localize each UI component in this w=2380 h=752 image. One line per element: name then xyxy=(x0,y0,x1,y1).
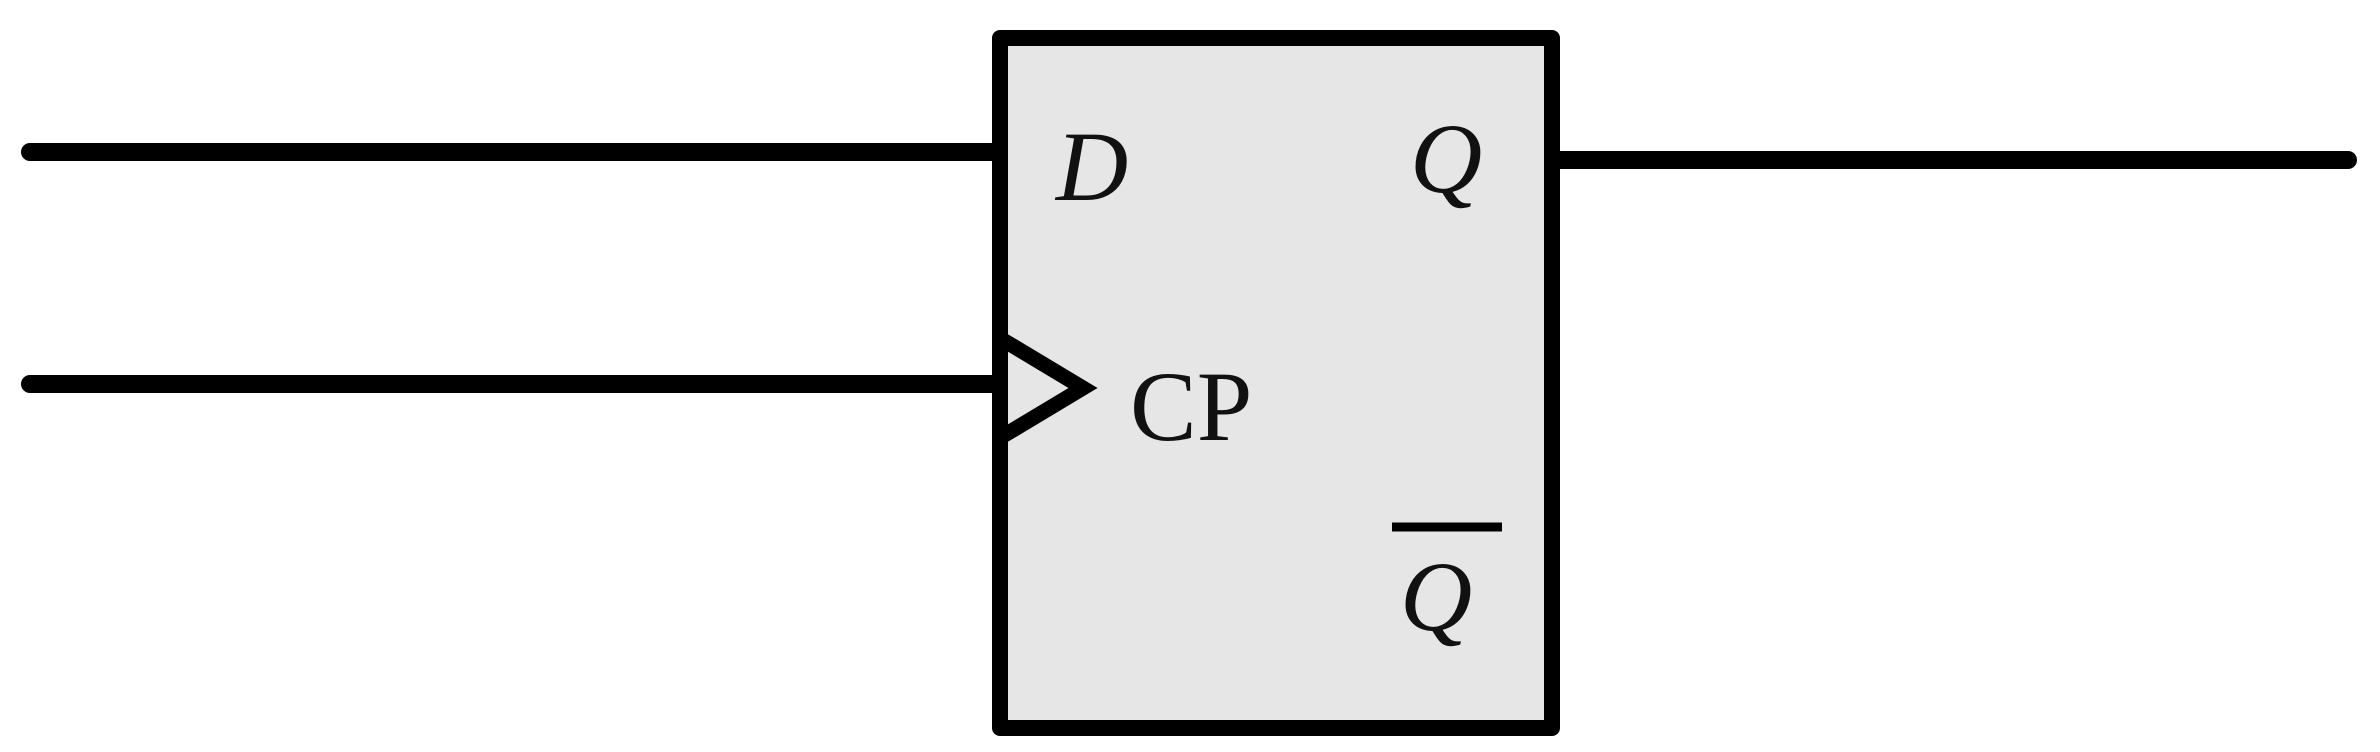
q-bar-pin-label: Q xyxy=(1400,541,1472,652)
q-pin-label: Q xyxy=(1410,103,1482,214)
clock-pin-label: CP xyxy=(1130,351,1252,462)
d-pin-label: D xyxy=(1054,111,1128,222)
clock-edge-triangle xyxy=(999,333,1098,443)
flip-flop-block xyxy=(992,30,1560,736)
